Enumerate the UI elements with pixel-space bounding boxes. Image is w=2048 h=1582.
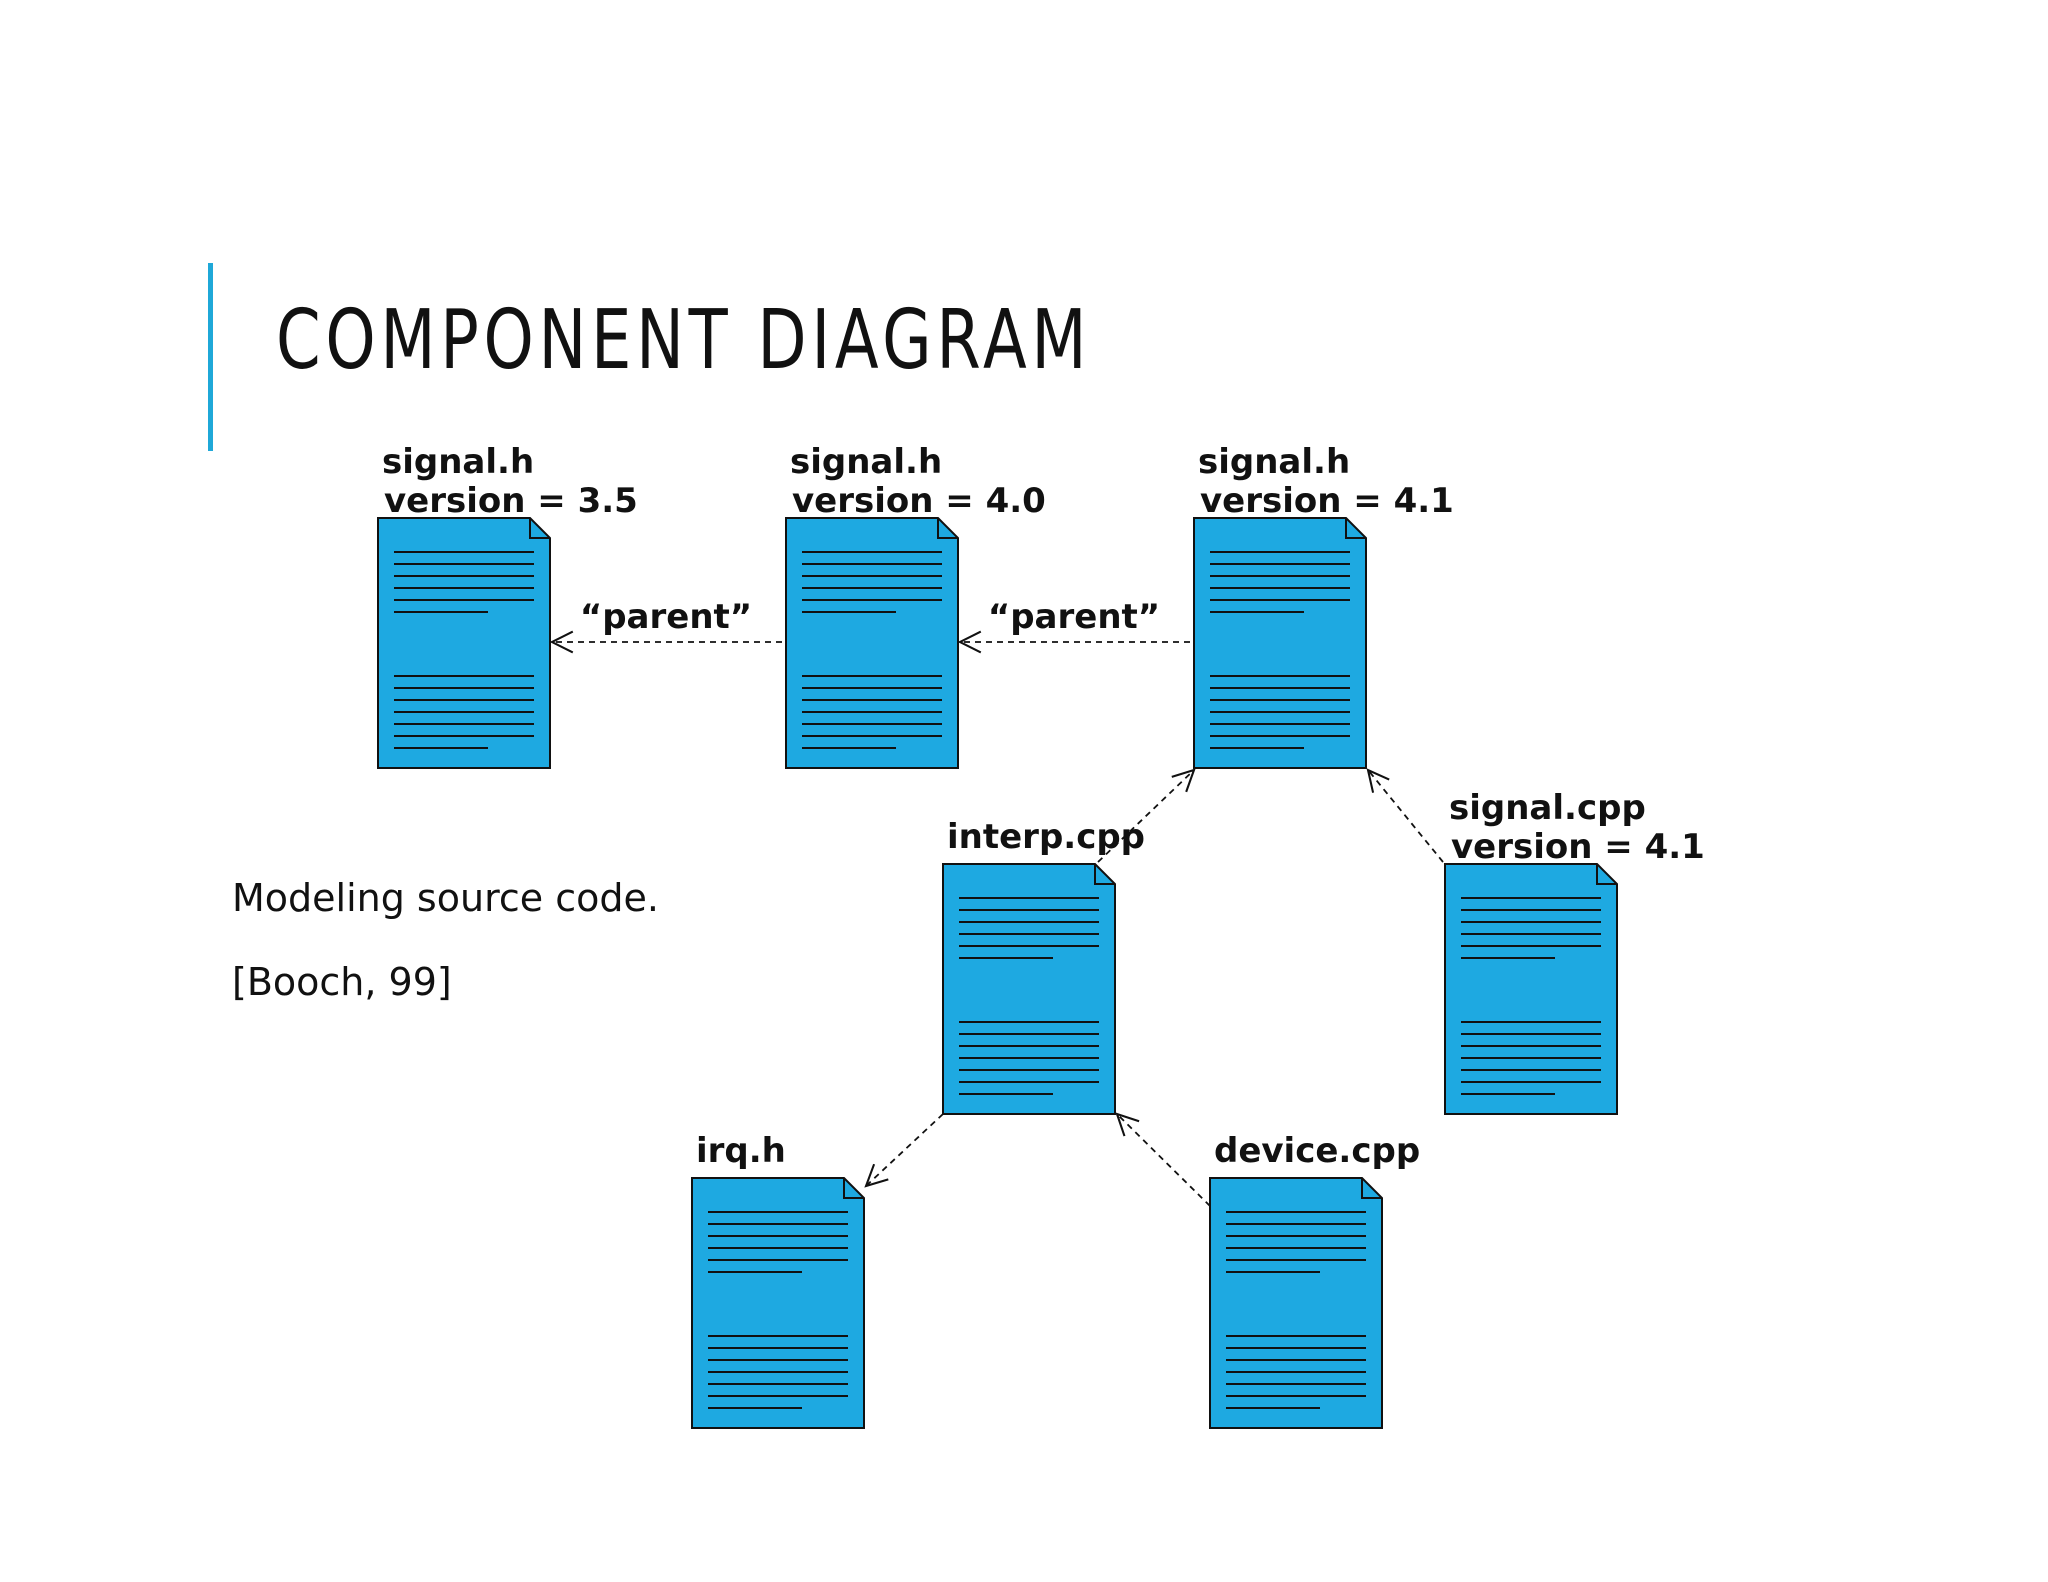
slide-title: COMPONENT DIAGRAM xyxy=(276,293,1092,388)
dependency-arrow xyxy=(1115,1112,1211,1207)
component-name: interp.cpp xyxy=(947,817,1145,857)
document-icon xyxy=(1193,517,1367,769)
dependency-label: “parent” xyxy=(988,597,1160,637)
citation-text: [Booch, 99] xyxy=(232,960,452,1004)
document-icon xyxy=(691,1177,865,1429)
component-name: signal.h xyxy=(382,442,534,482)
document-icon xyxy=(1444,863,1618,1115)
document-icon xyxy=(377,517,551,769)
dependency-label: “parent” xyxy=(580,597,752,637)
component-name: irq.h xyxy=(696,1131,786,1171)
component-version: version = 4.1 xyxy=(1451,827,1705,867)
dependency-arrow xyxy=(1097,768,1196,863)
component-name: signal.h xyxy=(1198,442,1350,482)
component-version: version = 4.1 xyxy=(1200,481,1454,521)
component-name: device.cpp xyxy=(1214,1131,1420,1171)
dependency-arrow xyxy=(1366,768,1444,863)
component-version: version = 3.5 xyxy=(384,481,638,521)
dependency-arrow xyxy=(864,1113,944,1188)
component-name: signal.cpp xyxy=(1449,788,1646,828)
document-icon xyxy=(1209,1177,1383,1429)
component-name: signal.h xyxy=(790,442,942,482)
caption-text: Modeling source code. xyxy=(232,876,659,920)
component-irq-h: irq.h xyxy=(691,1131,865,1429)
component-version: version = 4.0 xyxy=(792,481,1046,521)
title-accent-bar xyxy=(208,263,213,451)
component-device-cpp: device.cpp xyxy=(1209,1131,1420,1429)
component-interp-cpp: interp.cpp xyxy=(942,817,1145,1115)
document-icon xyxy=(785,517,959,769)
document-icon xyxy=(942,863,1116,1115)
